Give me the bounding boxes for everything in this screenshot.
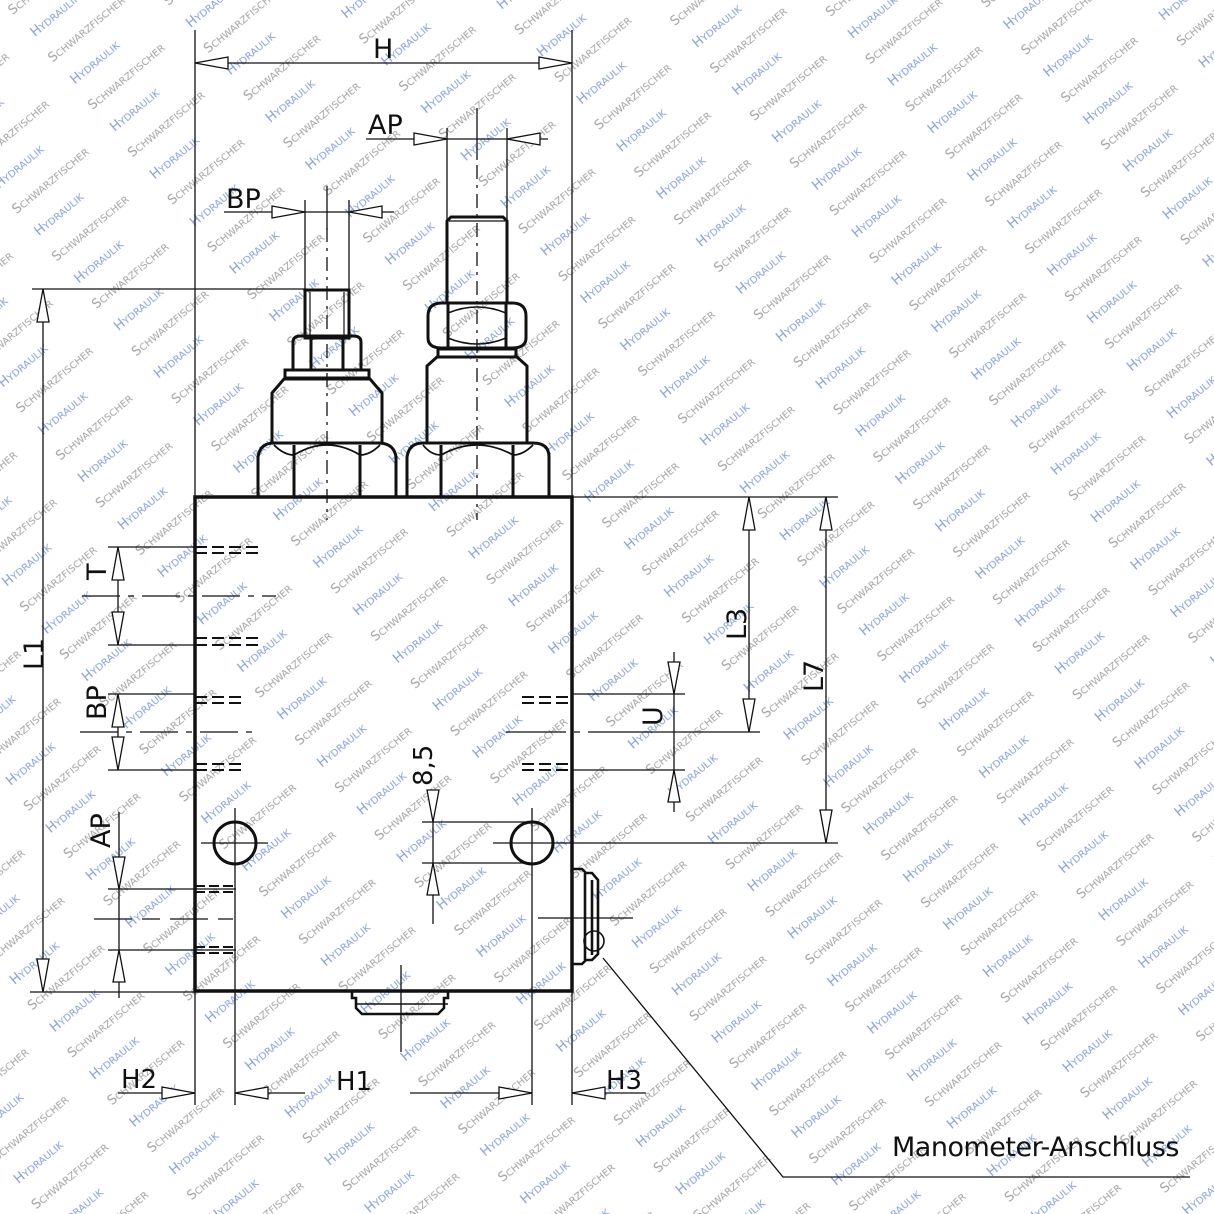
left-cartridge-fitting <box>256 228 398 520</box>
dim-8-5 <box>422 789 532 924</box>
port-ap-side <box>94 812 236 998</box>
label-ap-side: AP <box>86 813 117 848</box>
label-bp-side: BP <box>82 685 113 720</box>
dim-h <box>194 30 573 497</box>
dim-l1 <box>30 288 305 993</box>
label-t: T <box>82 563 113 581</box>
gauge-port-callout-label: Manometer-Anschluss <box>892 1132 1179 1163</box>
label-h2: H2 <box>121 1065 157 1095</box>
label-l7: L7 <box>799 660 830 692</box>
label-h: H <box>373 34 393 65</box>
port-u-side <box>506 652 760 812</box>
mounting-holes <box>201 808 572 1105</box>
bottom-plug <box>350 965 450 1052</box>
label-l1: L1 <box>19 638 50 670</box>
dim-ap-top <box>366 108 548 220</box>
label-h3: H3 <box>606 1066 642 1096</box>
right-cartridge-fitting <box>405 165 551 520</box>
dim-bp-top <box>224 186 394 290</box>
gauge-port-fitting <box>538 867 633 1105</box>
label-l3: L3 <box>722 608 753 640</box>
port-t-side <box>82 546 276 646</box>
valve-block-body <box>193 495 574 993</box>
label-bp-top: BP <box>226 184 261 215</box>
dim-h1-h2-h3 <box>118 992 646 1105</box>
label-ap-top: AP <box>368 110 403 141</box>
label-h1: H1 <box>336 1067 372 1097</box>
port-bp-side <box>80 693 258 771</box>
dim-l3-l7 <box>572 496 838 844</box>
label-u: U <box>638 706 669 726</box>
label-8-5: 8,5 <box>409 745 439 786</box>
